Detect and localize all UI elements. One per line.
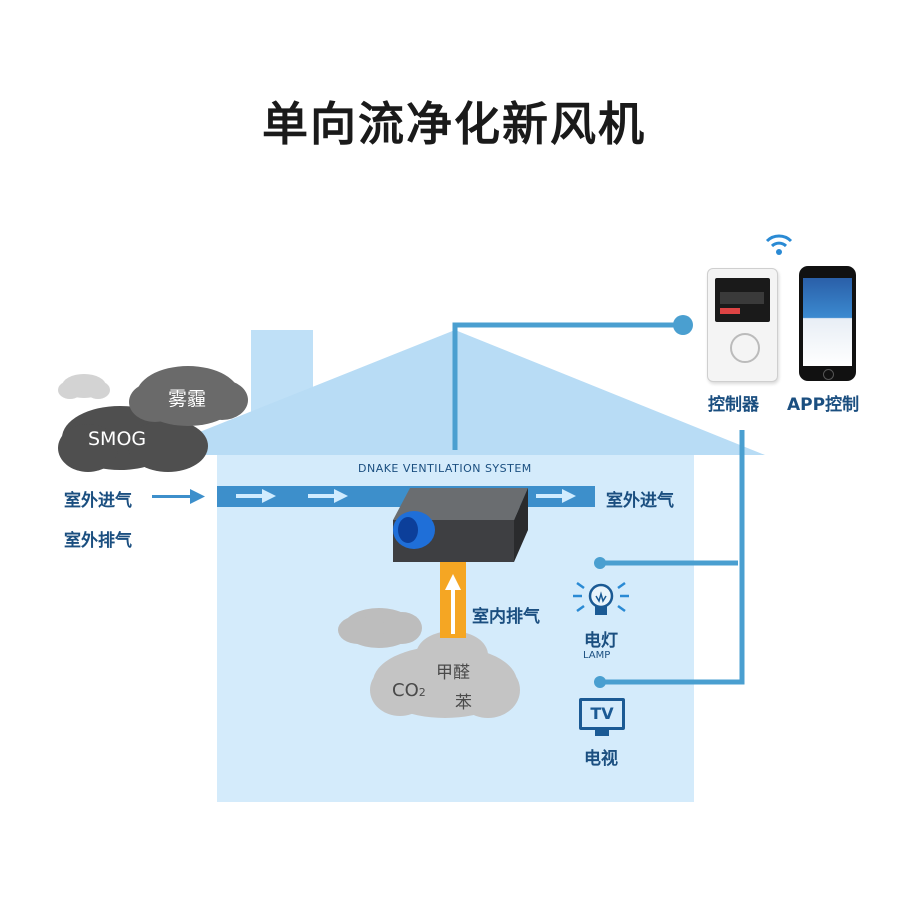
controller-device[interactable]: [707, 268, 778, 382]
app-label: APP控制: [787, 395, 860, 415]
wire-node: [594, 557, 606, 569]
pollutant-co2: CO2: [392, 680, 426, 701]
co2-main: CO: [392, 680, 419, 701]
lamp-sublabel: LAMP: [583, 650, 611, 661]
pollutant-formaldehyde: 甲醛: [436, 663, 470, 683]
controller-dial[interactable]: [730, 333, 760, 363]
ventilation-unit: [393, 488, 528, 562]
screen-indicator: [720, 308, 740, 314]
lamp-label: 电灯: [584, 631, 618, 651]
outdoor-intake-label: 室外进气: [64, 491, 132, 511]
co2-subscript: 2: [418, 686, 426, 699]
duct-out-label: 室外进气: [606, 491, 674, 511]
outdoor-smog-cloud: [58, 366, 248, 472]
controller-label: 控制器: [708, 395, 759, 415]
wire-node: [594, 676, 606, 688]
screen-display: [720, 292, 764, 304]
pollutant-benzene: 苯: [455, 693, 472, 713]
control-wiring: [452, 322, 745, 685]
tv-stand: [595, 730, 609, 736]
smog-label-cn: 雾霾: [168, 388, 207, 410]
intake-arrow: [152, 489, 205, 504]
smartphone[interactable]: [799, 266, 856, 381]
tv-icon: TV: [579, 698, 625, 730]
lightbulb-icon: [573, 581, 629, 615]
outdoor-exhaust-label: 室外排气: [64, 531, 132, 551]
duct-flow-arrows: [236, 489, 576, 503]
indoor-exhaust-duct: [440, 562, 466, 638]
tv-label: 电视: [584, 749, 618, 769]
indoor-pollutant-cloud: [338, 608, 520, 718]
wire-node: [673, 315, 693, 335]
page-title: 单向流净化新风机: [262, 97, 646, 151]
system-label: DNAKE VENTILATION SYSTEM: [358, 462, 532, 475]
wifi-icon: [765, 234, 793, 255]
indoor-exhaust-label: 室内排气: [472, 607, 540, 627]
controller-screen: [715, 278, 770, 322]
phone-screen: [803, 278, 852, 366]
phone-home-button[interactable]: [823, 369, 834, 380]
smog-label-en: SMOG: [88, 428, 147, 450]
